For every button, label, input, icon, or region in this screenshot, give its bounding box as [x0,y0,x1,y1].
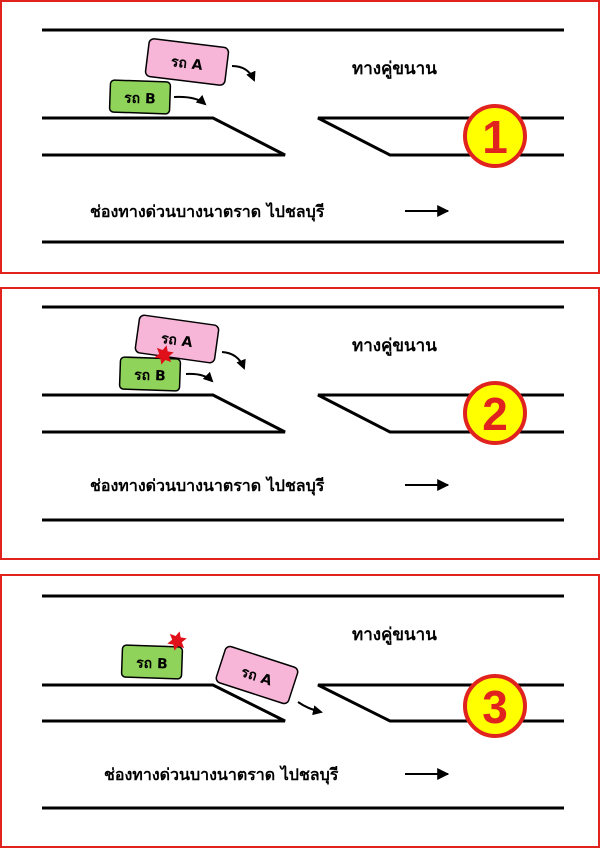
car-b-label: รถ B [134,367,166,384]
panel-1: รถ A รถ B ทางคู่ขนาน ช่องทางด่วนบางนาตรา… [0,0,600,274]
step-badge: 3 [463,674,527,738]
car-b-motion-arrow [185,371,214,383]
panel-3: รถ B รถ A ทางคู่ขนาน ช่องทางด่วนบางนาตรา… [0,574,600,848]
step-number: 1 [482,111,508,163]
car-a: รถ A [134,314,220,364]
car-a-motion-arrow [297,701,323,716]
car-b: รถ B [108,79,172,115]
car-a: รถ A [215,645,299,705]
main-road-label: ช่องทางด่วนบางนาตราด ไปชลบุรี [90,476,325,496]
crash-burst-icon [154,345,174,365]
crash-burst-icon [167,631,187,651]
step-number: 3 [482,681,508,733]
car-a-motion-arrow [221,351,246,370]
road-lines [42,28,564,244]
car-a-label: รถ A [170,54,204,74]
step-badge: 1 [463,104,527,168]
step-badge: 2 [463,381,527,445]
road-lines [42,305,564,522]
car-b-motion-arrow [173,94,207,106]
car-b: รถ B [118,356,182,392]
side-road-label: ทางคู่ขนาน [352,59,437,80]
panel-2: รถ A รถ B ทางคู่ขนาน ช่องทางด่วนบางนาตรา… [0,287,600,560]
car-b: รถ B [120,644,184,680]
main-road-label: ช่องทางด่วนบางนาตราด ไปชลบุรี [104,765,339,785]
car-a-motion-arrow [231,65,256,82]
side-road-label: ทางคู่ขนาน [352,336,437,357]
car-b-label: รถ B [136,655,168,672]
side-road-label: ทางคู่ขนาน [352,625,437,646]
step-number: 2 [482,388,508,440]
car-a: รถ A [144,38,230,86]
main-road-label: ช่องทางด่วนบางนาตราด ไปชลบุรี [90,202,325,222]
car-b-label: รถ B [124,90,156,107]
car-a-label: รถ A [160,331,194,351]
